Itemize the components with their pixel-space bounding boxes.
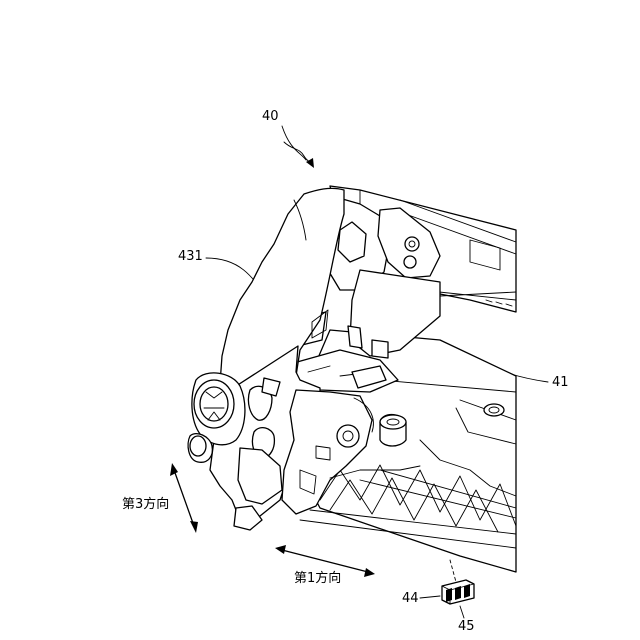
part-44 xyxy=(442,580,474,604)
label-431: 431 xyxy=(178,250,203,263)
label-third-direction: 第3方向 xyxy=(122,498,169,511)
label-first-direction: 第1方向 xyxy=(294,572,341,585)
label-40: 40 xyxy=(262,110,279,123)
arrow-40 xyxy=(284,142,314,168)
third-direction-arrow xyxy=(170,463,198,533)
guide-line xyxy=(450,560,456,582)
leader-44 xyxy=(420,596,440,598)
label-41: 41 xyxy=(552,376,569,389)
leader-45 xyxy=(460,606,464,618)
label-45: 45 xyxy=(458,620,475,633)
label-44: 44 xyxy=(402,592,419,605)
